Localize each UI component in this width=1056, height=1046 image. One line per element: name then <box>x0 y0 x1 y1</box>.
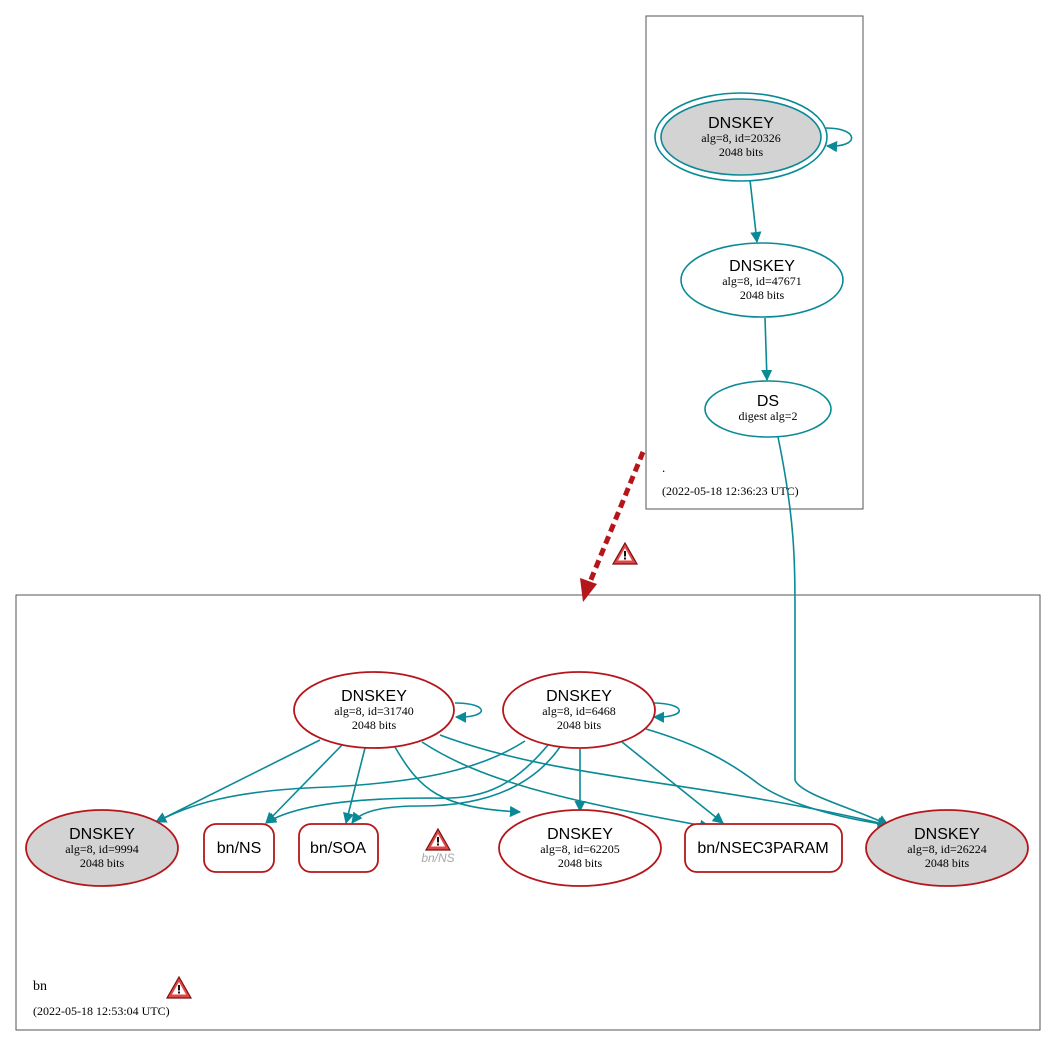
node-bn-k6468[interactable]: DNSKEY alg=8, id=6468 2048 bits <box>502 671 656 749</box>
edge-k6468-nsec3param <box>621 741 724 824</box>
node-line1: alg=8, id=26224 <box>907 842 987 856</box>
bn-zone-cluster: bn (2022-05-18 12:53:04 UTC) <box>15 594 1041 1031</box>
node-shape <box>660 98 822 176</box>
delegation-arrowhead <box>580 578 597 602</box>
node-bn-ghost-ns[interactable]: bn/NS <box>421 828 455 865</box>
node-label: bn/SOA <box>310 840 366 857</box>
edge-ksk-self <box>825 127 853 153</box>
node-line1: alg=8, id=6468 <box>542 704 616 718</box>
node-shape <box>865 809 1029 887</box>
edge-k6468-self <box>651 702 681 723</box>
bn-zone-border <box>15 594 1041 1031</box>
edge-k6468-ns <box>265 744 549 824</box>
node-title: DS <box>757 393 779 410</box>
edge-k31740-ns <box>265 744 343 824</box>
node-shape <box>704 380 832 438</box>
node-root-ds[interactable]: DS digest alg=2 <box>704 380 832 438</box>
node-title: DNSKEY <box>914 826 980 843</box>
node-label: bn/NS <box>217 840 261 857</box>
node-bn-k9994[interactable]: DNSKEY alg=8, id=9994 2048 bits <box>25 809 179 887</box>
node-title: DNSKEY <box>546 688 612 705</box>
node-bn-k26224[interactable]: DNSKEY alg=8, id=26224 2048 bits <box>865 809 1029 887</box>
node-line2: 2048 bits <box>558 856 603 870</box>
node-shape <box>680 242 844 318</box>
node-line1: alg=8, id=9994 <box>65 842 139 856</box>
node-bn-ns[interactable]: bn/NS <box>203 823 275 873</box>
edge-k6468-soa <box>351 746 561 824</box>
edge-k31740-k9994 <box>154 739 321 823</box>
edge-root-bn-delegation <box>587 451 646 583</box>
node-title: DNSKEY <box>708 115 774 132</box>
root-zone-cluster: . (2022-05-18 12:36:23 UTC) <box>645 15 864 510</box>
node-bn-k31740[interactable]: DNSKEY alg=8, id=31740 2048 bits <box>293 671 455 749</box>
delegation-edge <box>580 451 646 602</box>
node-title: DNSKEY <box>729 258 795 275</box>
node-bn-soa[interactable]: bn/SOA <box>298 823 379 873</box>
node-shape <box>684 823 843 873</box>
node-root-ksk[interactable]: DNSKEY alg=8, id=20326 2048 bits <box>654 92 828 182</box>
node-shape <box>25 809 179 887</box>
node-line2: 2048 bits <box>740 288 785 302</box>
node-line1: alg=8, id=31740 <box>334 704 414 718</box>
node-line2: 2048 bits <box>352 718 397 732</box>
warning-icon <box>166 976 192 999</box>
node-line1: alg=8, id=20326 <box>701 131 781 145</box>
root-zone-timestamp: (2022-05-18 12:36:23 UTC) <box>662 484 799 498</box>
node-title: DNSKEY <box>547 826 613 843</box>
node-shape <box>203 823 275 873</box>
node-line1: digest alg=2 <box>738 409 797 423</box>
edge-ds-k26224 <box>777 436 889 826</box>
node-shape <box>502 671 656 749</box>
warning-icon <box>612 542 638 565</box>
warning-icon <box>425 828 451 851</box>
node-line1: alg=8, id=62205 <box>540 842 620 856</box>
edge-ksk-zsk <box>749 179 762 244</box>
edge-zsk-ds <box>761 317 773 382</box>
node-shape <box>498 809 662 887</box>
root-zone-name: . <box>662 460 665 475</box>
node-line2: 2048 bits <box>925 856 970 870</box>
node-line2: 2048 bits <box>557 718 602 732</box>
node-bn-k62205[interactable]: DNSKEY alg=8, id=62205 2048 bits <box>498 809 662 887</box>
node-line1: alg=8, id=47671 <box>722 274 802 288</box>
bn-zone-name: bn <box>33 979 47 994</box>
edge-k6468-k9994 <box>154 740 526 823</box>
edge-k31740-self <box>454 702 483 723</box>
node-bn-nsec3param[interactable]: bn/NSEC3PARAM <box>684 823 843 873</box>
node-title: DNSKEY <box>69 826 135 843</box>
edge-k31740-k62205 <box>394 746 522 818</box>
node-label: bn/NSEC3PARAM <box>697 840 828 857</box>
node-title: DNSKEY <box>341 688 407 705</box>
node-label: bn/NS <box>421 851 454 865</box>
node-shape <box>293 671 455 749</box>
edge-k31740-nsec3param <box>421 741 712 831</box>
edge-k6468-k26224 <box>645 728 890 830</box>
root-zone-border <box>645 15 864 510</box>
edges <box>154 127 890 831</box>
node-root-zsk[interactable]: DNSKEY alg=8, id=47671 2048 bits <box>680 242 844 318</box>
node-shape <box>298 823 379 873</box>
node-line2: 2048 bits <box>719 145 764 159</box>
node-line2: 2048 bits <box>80 856 125 870</box>
bn-zone-timestamp: (2022-05-18 12:53:04 UTC) <box>33 1004 170 1018</box>
